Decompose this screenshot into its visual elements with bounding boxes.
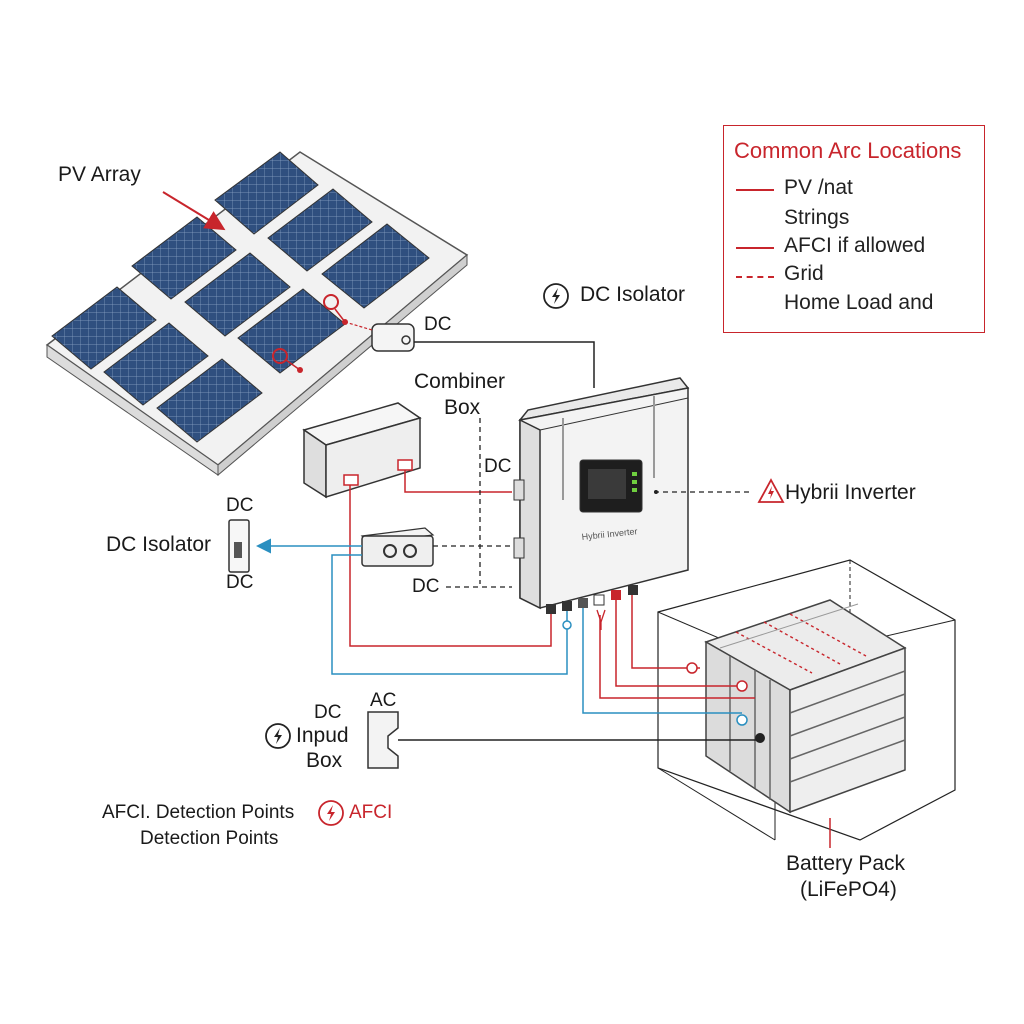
solar-panel	[321, 223, 430, 309]
terminal	[578, 598, 588, 608]
combiner-box-label-line2: Box	[444, 396, 481, 419]
combiner-to-inverter-wire	[404, 470, 512, 493]
battery-wire-red-3	[599, 615, 755, 699]
dc-center-label: DC	[484, 456, 512, 477]
afci-label: AFCI	[349, 802, 393, 823]
hybrid-inverter	[513, 377, 690, 614]
legend-item: Home Load and	[784, 291, 934, 314]
terminal	[593, 594, 605, 606]
combiner-box-label-line1: Combiner	[414, 370, 506, 393]
solar-panel	[131, 216, 237, 300]
pv-array-label: PV Array	[58, 163, 141, 186]
dc-left-top-label: DC	[226, 495, 254, 516]
afci-detection-label-line2: Detection Points	[140, 828, 279, 849]
dc-input-ac-label: AC	[370, 690, 397, 711]
legend-swatch-solid	[736, 189, 774, 191]
terminal	[611, 590, 621, 600]
legend-item: Grid	[784, 262, 824, 285]
dc-isolator-top-label: DC Isolator	[580, 283, 686, 306]
solar-panel	[214, 151, 319, 235]
inverter-display	[579, 459, 643, 513]
dc-left-bottom-label: DC	[226, 572, 254, 593]
dc-bottom-center-label: DC	[412, 576, 440, 597]
solar-panel	[51, 286, 157, 370]
input-box-label-line2: Box	[306, 749, 343, 772]
dc-red-loop	[349, 485, 552, 647]
legend-item: Strings	[784, 206, 850, 229]
dc-isolator-device	[360, 527, 435, 567]
terminal	[628, 585, 638, 595]
combiner-box	[302, 402, 422, 499]
dc-isolator-left-label: DC Isolator	[106, 533, 212, 556]
battery-label-line2: (LiFePO4)	[800, 878, 897, 901]
legend-title: Common Arc Locations	[734, 138, 962, 163]
dc-input-dc-label: DC	[314, 702, 342, 723]
solar-panel	[103, 322, 209, 406]
lightning-circle-icon	[318, 800, 344, 826]
dc-isolator-switch	[228, 519, 250, 573]
solar-panel	[156, 358, 263, 443]
battery-label-line1: Battery Pack	[786, 852, 906, 875]
pv-junction-box	[371, 323, 415, 352]
terminal	[562, 601, 572, 611]
battery-wire-red-1	[615, 600, 742, 687]
legend-item: AFCI if allowed	[784, 234, 926, 257]
legend-item: PV /nat	[784, 176, 853, 199]
arc-marker	[272, 348, 303, 373]
battery-wire-red-2	[631, 595, 700, 669]
dc-input-box	[367, 711, 399, 769]
pv-array-pointer	[162, 191, 226, 231]
legend-swatch-dashed	[736, 276, 774, 278]
legend-swatch-solid	[736, 247, 774, 249]
legend-box: Common Arc Locations PV /nat Strings AFC…	[723, 125, 985, 333]
lightning-circle-icon	[543, 283, 569, 309]
battery-pack	[657, 559, 956, 841]
solar-panel	[184, 252, 291, 337]
afci-detection-label-line1: AFCI. Detection Points	[102, 802, 295, 823]
battery-wire-blue	[582, 608, 742, 714]
terminal	[546, 604, 556, 614]
solar-panel	[267, 188, 373, 272]
dc-near-pv-label: DC	[424, 314, 452, 335]
dc-isolator-line	[414, 341, 595, 388]
hybrid-inverter-label: Hybrii Inverter	[785, 481, 916, 504]
dc-blue-loop	[331, 554, 568, 675]
pv-array	[45, 151, 469, 477]
lightning-circle-icon	[265, 723, 291, 749]
warning-triangle-icon	[757, 478, 785, 503]
input-box-label-line1: Inpud	[296, 724, 349, 747]
